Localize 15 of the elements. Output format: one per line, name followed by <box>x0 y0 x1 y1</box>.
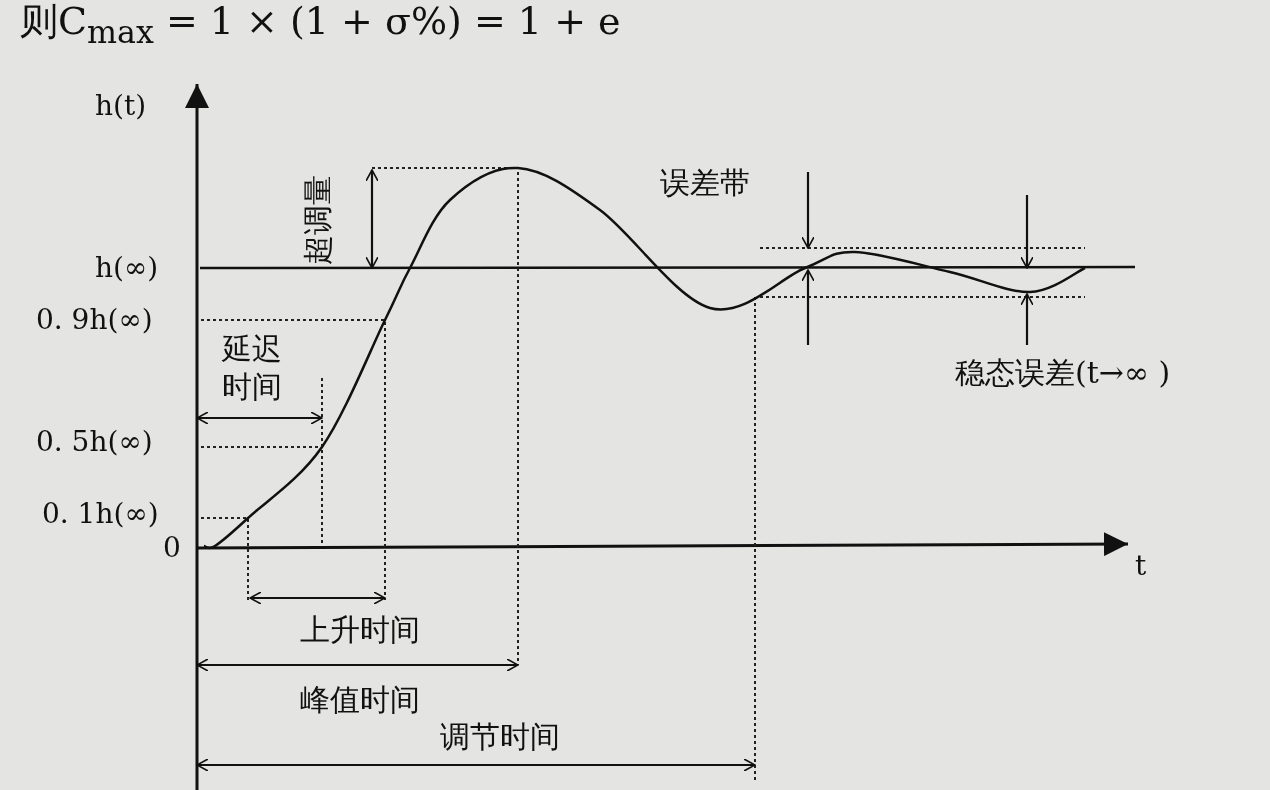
dimension-label: 上升时间 <box>300 615 420 645</box>
formula-text: 则C$_{max}$ = 1 × (1 + σ%) = 1 + e <box>20 2 621 49</box>
tick-label: h(∞) <box>95 254 159 282</box>
axis-label: h(t) <box>95 92 147 120</box>
dimension-label: 稳态误差(t→∞ ) <box>955 358 1171 388</box>
tick-label: 0. 1h(∞) <box>42 500 159 528</box>
axis-label: t <box>1135 552 1147 580</box>
tick-label: 0 <box>163 534 181 562</box>
dimension-label: 调节时间 <box>440 722 560 752</box>
dimension-label: 延迟时间 <box>222 330 283 405</box>
dimension-label: 误差带 <box>660 168 750 198</box>
dimension-label: 峰值时间 <box>300 685 420 715</box>
tick-label: 0. 5h(∞) <box>36 428 153 456</box>
dimension-label: 超调量 <box>303 175 333 265</box>
tick-label: 0. 9h(∞) <box>36 306 153 334</box>
